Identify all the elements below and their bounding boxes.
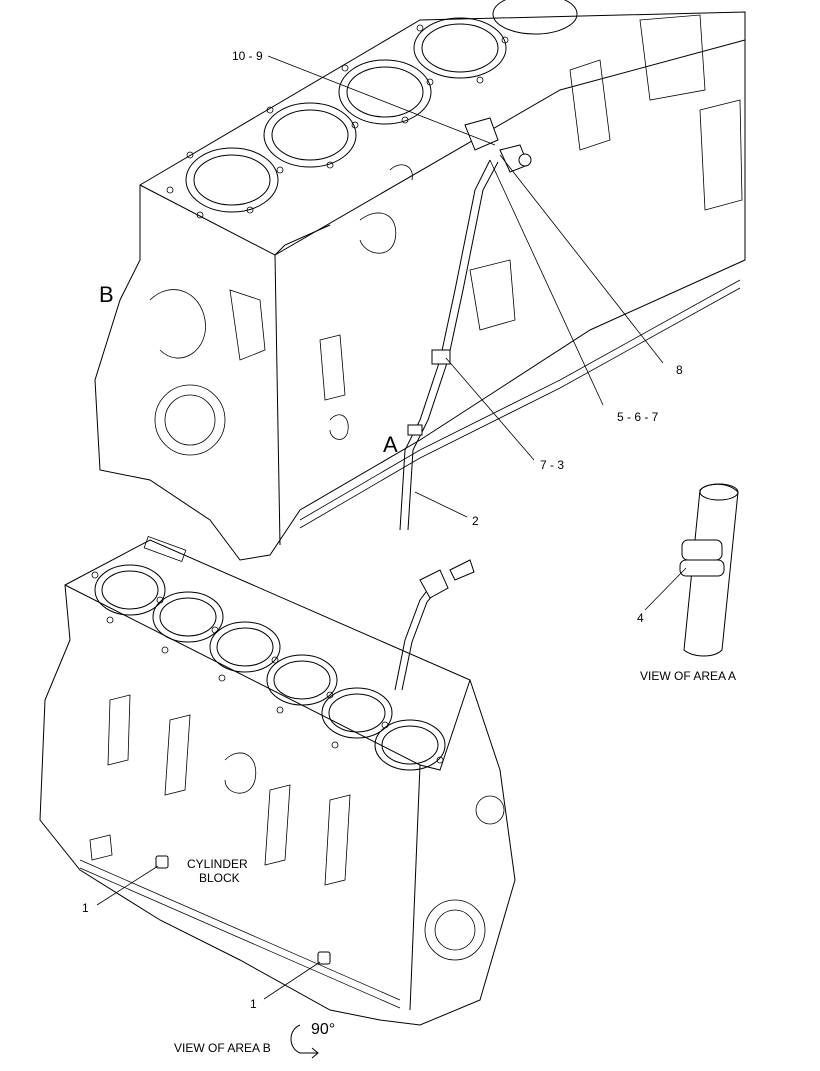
caption-view-area-b: VIEW OF AREA B xyxy=(174,1041,271,1055)
plug-1b xyxy=(317,951,331,965)
callout-1-upper: 1 xyxy=(82,901,89,915)
plug-1a xyxy=(155,855,169,869)
callout-2: 2 xyxy=(472,514,479,528)
bottom-bores xyxy=(94,564,446,771)
callout-5-6-7: 5 - 6 - 7 xyxy=(617,410,659,424)
bottom-deck-bolt-holes xyxy=(91,571,444,764)
area-letter-a: A xyxy=(383,432,398,457)
callout-10-9: 10 - 9 xyxy=(232,49,263,63)
callout-8: 8 xyxy=(676,363,683,377)
caption-rotation: 90° xyxy=(311,1021,335,1038)
callout-1-lower: 1 xyxy=(250,997,257,1011)
callout-4: 4 xyxy=(637,611,644,625)
top-deck-bolt-holes xyxy=(166,24,509,219)
rotation-arrow-icon xyxy=(290,1024,319,1059)
area-a-detail xyxy=(644,483,739,657)
top-bores xyxy=(185,0,578,213)
top-leader-lines xyxy=(267,55,664,518)
top-cylinder-block xyxy=(94,0,746,561)
caption-cylinder-line1: CYLINDER xyxy=(187,857,248,871)
bottom-cylinder-block xyxy=(39,536,516,1026)
caption-view-area-a: VIEW OF AREA A xyxy=(640,669,736,683)
callout-7-3: 7 - 3 xyxy=(540,458,564,472)
top-dipstick-tube xyxy=(399,117,532,531)
area-letter-b: B xyxy=(99,282,114,307)
bottom-leader-lines xyxy=(96,865,321,1000)
caption-cylinder-line2: BLOCK xyxy=(199,871,240,885)
bottom-dipstick-tube xyxy=(394,559,475,691)
